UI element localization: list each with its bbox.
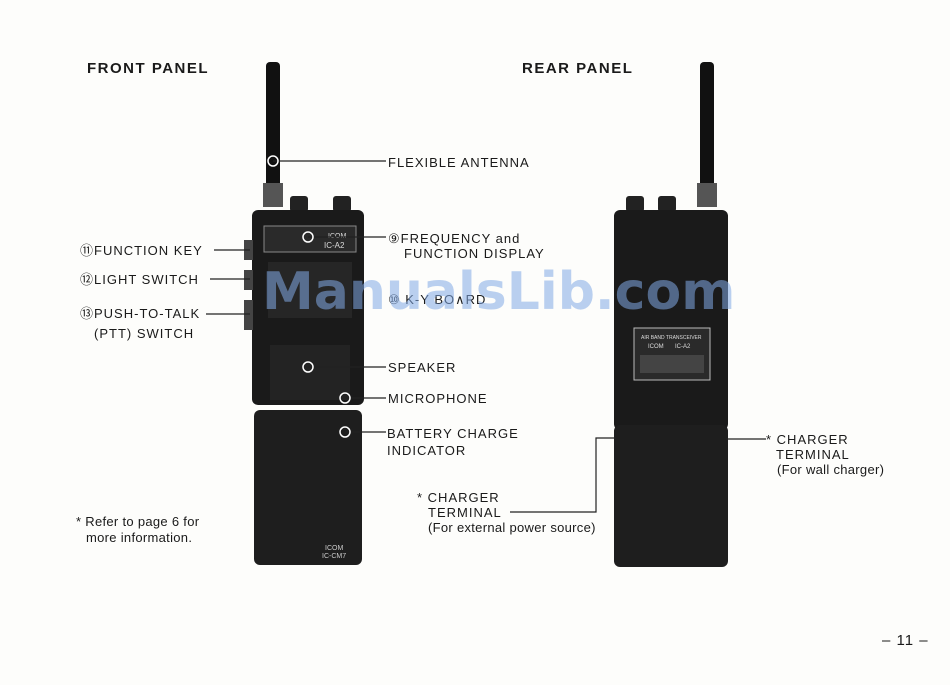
marker-antenna — [267, 155, 279, 167]
front-pack-model: IC-CM7 — [322, 553, 346, 560]
rear-radio: AIR BAND TRANSCEIVER ICOM IC-A2 — [614, 62, 728, 567]
watermark: ManualsLib.com — [262, 262, 736, 322]
label-ptt-1: ⑬PUSH-TO-TALK — [80, 306, 201, 321]
label-flexible-antenna: FLEXIBLE ANTENNA — [388, 155, 530, 170]
label-charger-ext-3: (For external power source) — [428, 520, 596, 535]
rear-panel-heading: REAR PANEL — [522, 60, 634, 77]
front-antenna-connector — [263, 183, 283, 207]
note-line-1: * Refer to page 6 for — [76, 514, 200, 529]
ptt-switch-side — [244, 300, 253, 330]
label-charger-ext-1: * CHARGER — [417, 490, 500, 505]
label-keyboard: ⑩ K-Y BO∧RD — [388, 292, 487, 307]
marker-freq — [302, 231, 314, 243]
marker-speaker — [302, 361, 314, 373]
leader-charger-ext — [510, 437, 616, 513]
label-ptt-2: (PTT) SWITCH — [94, 326, 195, 341]
note-line-2: more information. — [86, 530, 193, 545]
front-radio: ICOM IC-A2 ICOM IC-CM7 — [244, 62, 364, 565]
rear-knob-left — [626, 196, 644, 212]
rear-plate-info — [640, 355, 704, 373]
label-speaker: SPEAKER — [388, 360, 457, 375]
marker-battery — [339, 426, 351, 438]
leader-lines — [206, 155, 766, 513]
label-battery-2: INDICATOR — [387, 443, 467, 458]
rear-antenna-connector — [697, 183, 717, 207]
label-light-switch: ⑫LIGHT SWITCH — [80, 272, 199, 287]
light-switch-side — [244, 270, 253, 290]
front-knob-right — [333, 196, 351, 212]
rear-plate-model: IC-A2 — [675, 344, 691, 350]
rear-knob-right — [658, 196, 676, 212]
label-charger-wall-3: (For wall charger) — [777, 462, 885, 477]
label-charger-wall-1: * CHARGER — [766, 432, 849, 447]
front-knob-left — [290, 196, 308, 212]
label-charger-ext-2: TERMINAL — [428, 505, 502, 520]
label-frequency-display-2: FUNCTION DISPLAY — [404, 246, 545, 261]
front-speaker-grille — [270, 345, 350, 400]
marker-microphone — [339, 392, 351, 404]
label-battery-1: BATTERY CHARGE — [387, 426, 519, 441]
rear-battery-pack — [614, 425, 728, 567]
label-function-key: ⑪FUNCTION KEY — [80, 243, 203, 258]
front-battery-pack — [254, 410, 362, 565]
front-antenna — [266, 62, 280, 187]
label-charger-wall-2: TERMINAL — [776, 447, 850, 462]
rear-antenna — [700, 62, 714, 187]
label-frequency-display-1: ⑨FREQUENCY and — [388, 231, 521, 246]
front-pack-brand: ICOM — [325, 545, 343, 552]
front-display — [263, 225, 357, 253]
front-panel-heading: FRONT PANEL — [87, 60, 210, 77]
front-model: IC-A2 — [324, 241, 345, 250]
front-keypad — [268, 262, 352, 318]
rear-plate-brand: ICOM — [648, 344, 664, 350]
page-number: – 11 – — [882, 632, 929, 649]
rear-plate-title: AIR BAND TRANSCEIVER — [641, 335, 702, 341]
label-microphone: MICROPHONE — [388, 391, 488, 406]
